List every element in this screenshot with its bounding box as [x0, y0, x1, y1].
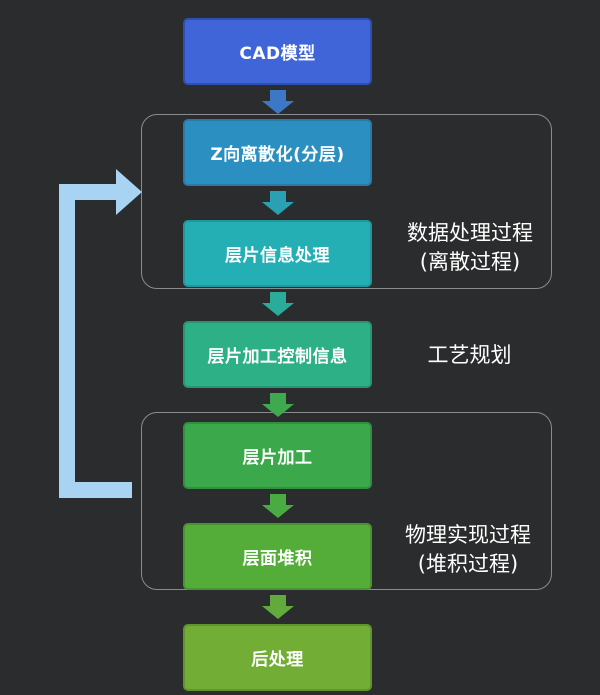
arrow-z-to-layer-info	[262, 191, 294, 215]
data-processing-label-line1: 数据处理过程	[407, 221, 533, 245]
data-processing-label-line2: (离散过程)	[419, 250, 521, 274]
data-processing-group-frame	[141, 114, 552, 289]
craft-planning-label: 工艺规划	[412, 341, 527, 370]
arrow-cad-to-z	[262, 90, 294, 114]
node-cad-model: CAD模型	[183, 18, 372, 85]
node-process-control-label: 层片加工控制信息	[207, 347, 348, 367]
node-post-process-label: 后处理	[251, 650, 304, 670]
node-layer-stack-label: 层面堆积	[242, 549, 313, 569]
node-layer-process: 层片加工	[183, 422, 372, 489]
node-z-discretize-label: Z向离散化(分层)	[210, 145, 345, 165]
physical-realization-label-line1: 物理实现过程	[405, 523, 531, 547]
arrow-layer-process-to-stack	[262, 494, 294, 518]
feedback-loop-arrow	[59, 169, 142, 498]
arrow-layer-info-to-control	[262, 292, 294, 316]
physical-realization-label: 物理实现过程 (堆积过程)	[388, 521, 548, 579]
physical-realization-label-line2: (堆积过程)	[417, 552, 519, 576]
arrow-control-to-layer-process	[262, 393, 294, 417]
data-processing-label: 数据处理过程 (离散过程)	[390, 219, 550, 277]
node-layer-info: 层片信息处理	[183, 220, 372, 287]
node-post-process: 后处理	[183, 624, 372, 691]
node-cad-model-label: CAD模型	[239, 44, 316, 64]
craft-planning-label-text: 工艺规划	[427, 343, 512, 367]
arrow-stack-to-post	[262, 595, 294, 619]
node-z-discretize: Z向离散化(分层)	[183, 119, 372, 186]
node-process-control: 层片加工控制信息	[183, 321, 372, 388]
node-layer-process-label: 层片加工	[242, 448, 313, 468]
node-layer-stack: 层面堆积	[183, 523, 372, 590]
node-layer-info-label: 层片信息处理	[225, 246, 330, 266]
